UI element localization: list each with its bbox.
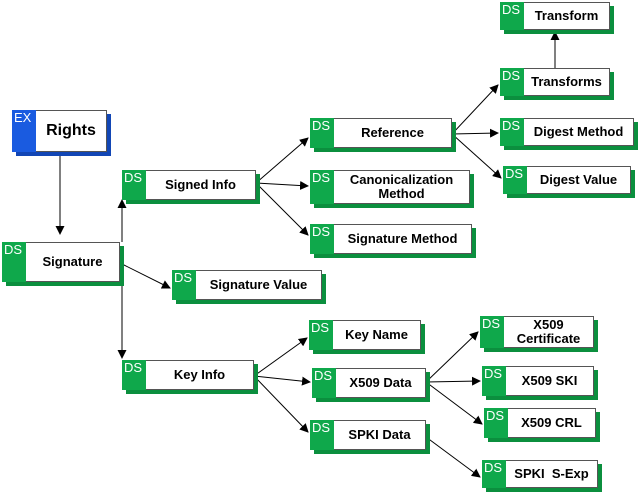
node-x509-data: DS X509 Data	[312, 368, 430, 402]
node-label: X509 Data	[336, 368, 426, 398]
node-tag: DS	[172, 270, 196, 300]
node-label: X509 Certificate	[504, 316, 594, 348]
edge-reference-transforms	[451, 84, 499, 135]
node-tag: DS	[310, 118, 334, 148]
node-label: SPKI S-Exp	[506, 460, 598, 488]
node-label: Signed Info	[146, 170, 256, 200]
edge-signature-sigvalue	[121, 263, 171, 289]
node-transforms: DS Transforms	[500, 68, 614, 100]
node-tag: DS	[482, 460, 506, 488]
node-tag: DS	[310, 224, 334, 254]
node-digest-value: DS Digest Value	[503, 166, 635, 198]
node-label: Canonicalization Method	[334, 170, 470, 204]
node-canonicalization-method: DS Canonicalization Method	[310, 170, 474, 208]
edge-spkidata-sexp	[425, 436, 481, 478]
node-label: Digest Value	[527, 166, 631, 194]
node-signed-info: DS Signed Info	[122, 170, 260, 204]
edge-signedinfo-canon	[255, 181, 309, 191]
node-key-info: DS Key Info	[122, 360, 258, 394]
node-label: Rights	[36, 110, 107, 152]
edge-keyinfo-x509data	[253, 375, 311, 386]
node-digest-method: DS Digest Method	[500, 118, 638, 150]
node-signature-method: DS Signature Method	[310, 224, 476, 258]
node-rights: EX Rights	[12, 110, 111, 156]
node-tag: DS	[122, 170, 146, 200]
node-label: SPKI Data	[334, 420, 426, 450]
node-label: Signature Value	[196, 270, 322, 300]
node-tag: DS	[500, 118, 524, 146]
node-label: Transforms	[524, 68, 610, 96]
node-reference: DS Reference	[310, 118, 456, 152]
edge-x509data-cert	[425, 331, 479, 383]
edge-reference-digestmethod	[451, 128, 499, 138]
node-x509-crl: DS X509 CRL	[484, 408, 600, 442]
node-label: Key Info	[146, 360, 254, 390]
node-tag: DS	[309, 320, 333, 350]
node-label: Signature	[26, 242, 120, 282]
node-tag: DS	[312, 368, 336, 398]
node-label: Reference	[334, 118, 452, 148]
edge-keyinfo-keyname	[253, 337, 308, 377]
node-label: Key Name	[333, 320, 421, 350]
node-tag: DS	[500, 2, 524, 30]
edge-reference-digestvalue	[451, 133, 502, 179]
node-tag: DS	[500, 68, 524, 96]
node-tag: DS	[503, 166, 527, 194]
edge-x509data-ski	[425, 376, 481, 386]
node-x509-ski: DS X509 SKI	[482, 366, 598, 400]
edge-x509data-crl	[425, 381, 483, 425]
node-spki-sexp: DS SPKI S-Exp	[482, 460, 602, 492]
node-tag: DS	[2, 242, 26, 282]
edge-keyinfo-spkidata	[253, 375, 309, 433]
node-x509-certificate: DS X509 Certificate	[480, 316, 598, 352]
node-label: Digest Method	[524, 118, 634, 146]
node-label: X509 SKI	[506, 366, 594, 396]
node-tag: DS	[310, 420, 334, 450]
node-label: X509 CRL	[508, 408, 596, 438]
node-label: Transform	[524, 2, 610, 30]
node-signature-value: DS Signature Value	[172, 270, 326, 304]
node-tag: DS	[310, 170, 334, 204]
edge-signedinfo-sigmethod	[255, 182, 309, 236]
node-tag: DS	[122, 360, 146, 390]
node-label: Signature Method	[334, 224, 472, 254]
node-key-name: DS Key Name	[309, 320, 425, 354]
node-spki-data: DS SPKI Data	[310, 420, 430, 454]
node-tag: EX	[12, 110, 36, 152]
node-tag: DS	[484, 408, 508, 438]
edge-signedinfo-reference	[255, 137, 309, 184]
node-transform: DS Transform	[500, 2, 614, 34]
node-tag: DS	[482, 366, 506, 396]
node-tag: DS	[480, 316, 504, 348]
node-signature: DS Signature	[2, 242, 124, 286]
